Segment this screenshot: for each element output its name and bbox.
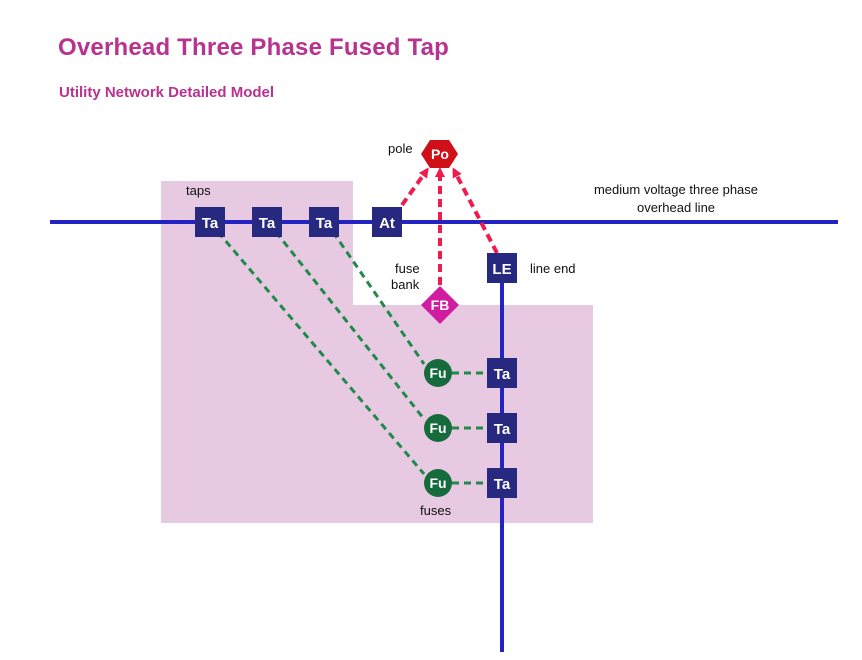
tap-node: Ta — [487, 468, 517, 498]
fuse-node: Fu — [424, 414, 452, 442]
connection-tap1-fuse3 — [216, 231, 426, 475]
medium-voltage-line-label: medium voltage three phase — [594, 182, 758, 197]
tap-node: Ta — [252, 207, 282, 237]
overhead-line-label: overhead line — [637, 200, 715, 215]
tap-node-label: Ta — [494, 421, 511, 438]
pole-label: pole — [388, 141, 413, 156]
fuse-node-label: Fu — [429, 420, 446, 436]
association-attachment-pole — [400, 167, 429, 207]
pole-node-label: Po — [431, 146, 449, 162]
tap-node: Ta — [195, 207, 225, 237]
page-title: Overhead Three Phase Fused Tap — [58, 34, 450, 61]
connection-tap3-fuse1 — [331, 231, 426, 365]
tap-node-label: Ta — [494, 366, 511, 383]
line-end-label: line end — [530, 261, 576, 276]
fuse-bank-node: FB — [421, 286, 459, 324]
association-lineend-pole — [452, 167, 499, 254]
pole-associations — [400, 167, 499, 285]
fuse-node-label: Fu — [429, 475, 446, 491]
tap-node-label: Ta — [494, 476, 511, 493]
fuses-label: fuses — [420, 503, 452, 518]
tap-node: Ta — [309, 207, 339, 237]
pole-hexagon — [421, 140, 458, 168]
fuse-bank-label-line1: fuse — [395, 261, 420, 276]
fuse-node: Fu — [424, 469, 452, 497]
fuse-bank-label-line2: bank — [391, 277, 420, 292]
line-end-node: LE — [487, 253, 517, 283]
attachment-node: At — [372, 207, 402, 237]
highlight-region — [161, 181, 593, 523]
fuse-node: Fu — [424, 359, 452, 387]
tap-node-label: Ta — [316, 215, 333, 232]
tap-node-label: Ta — [202, 215, 219, 232]
line-end-node-label: LE — [492, 261, 511, 278]
tap-node-label: Ta — [259, 215, 276, 232]
fuse-node-label: Fu — [429, 365, 446, 381]
tap-to-fuse-connections — [216, 231, 488, 485]
page-subtitle: Utility Network Detailed Model — [59, 84, 275, 101]
pole-node: Po — [421, 140, 458, 168]
connection-tap2-fuse2 — [274, 231, 426, 420]
tap-node: Ta — [487, 358, 517, 388]
fuse-bank-node-label: FB — [431, 297, 450, 313]
attachment-node-label: At — [379, 215, 395, 232]
tap-node: Ta — [487, 413, 517, 443]
taps-label: taps — [186, 183, 211, 198]
fuse-bank-diamond — [421, 286, 459, 324]
